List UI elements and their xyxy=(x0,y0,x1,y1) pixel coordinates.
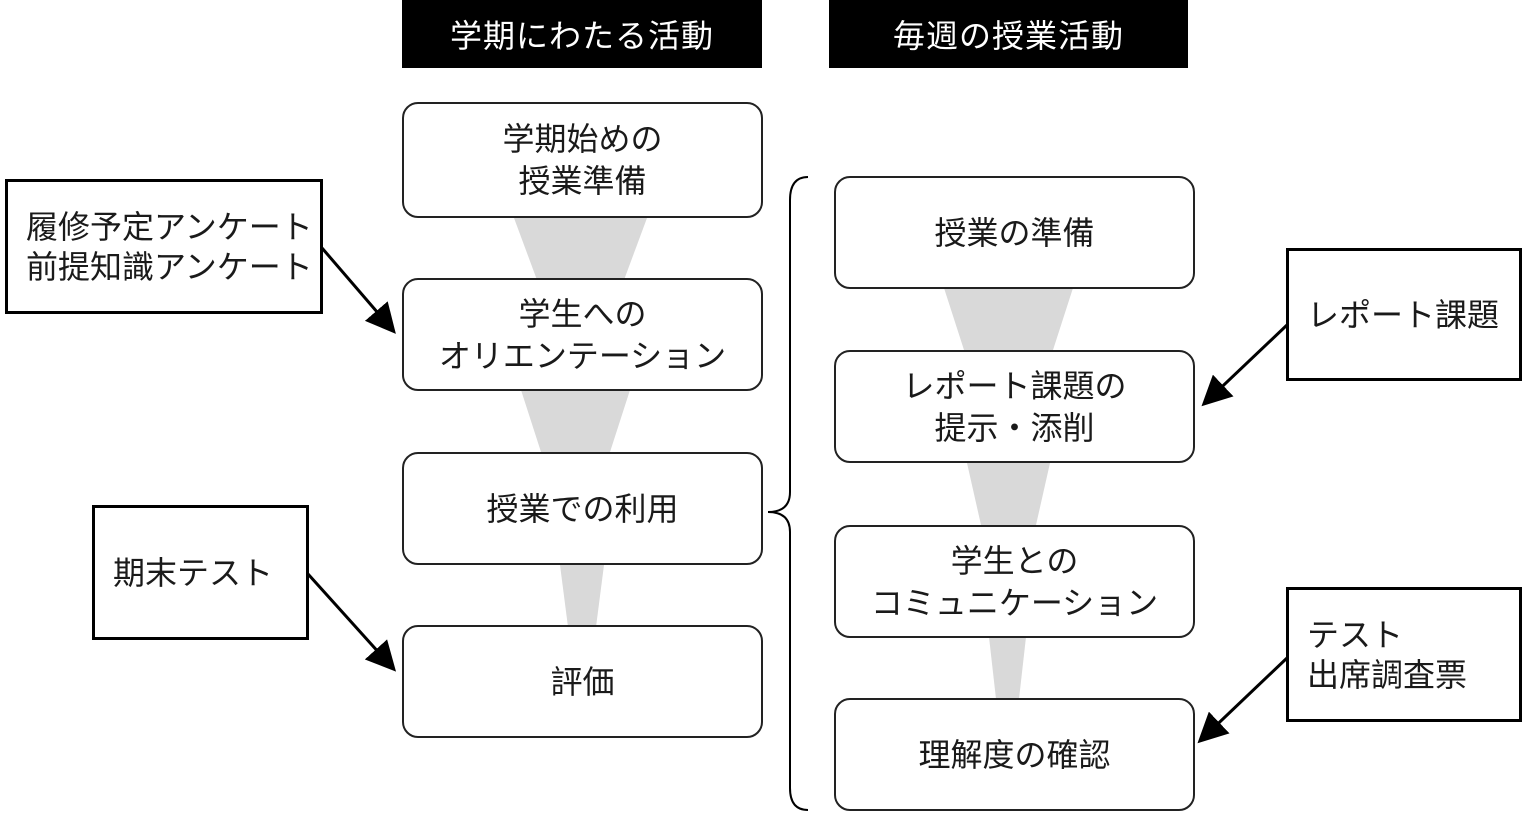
step-communication: 学生との コミュニケーション xyxy=(834,525,1195,638)
step-line: 授業準備 xyxy=(518,162,647,200)
note-test-attendance: テスト 出席調査票 xyxy=(1286,587,1522,722)
arrow-test-to-evaluation xyxy=(306,572,397,672)
funnel-connector xyxy=(989,637,1026,699)
step-line: レポート課題の xyxy=(902,366,1127,405)
step-line: 授業での利用 xyxy=(486,489,679,528)
step-line: 学生との xyxy=(950,541,1079,580)
step-semester-prep: 学期始めの 授業準備 xyxy=(402,102,763,218)
step-line: 授業の準備 xyxy=(934,213,1095,252)
step-line: オリエンテーション xyxy=(438,336,727,375)
step-line: 学生への xyxy=(518,294,647,333)
note-line: 出席調査票 xyxy=(1307,655,1468,694)
funnel-connector xyxy=(514,218,647,280)
note-survey: 履修予定アンケート 前提知識アンケート xyxy=(5,179,323,314)
arrow-report-to-step xyxy=(1201,323,1289,407)
note-line: 履修予定アンケート xyxy=(26,207,313,246)
step-class-use: 授業での利用 xyxy=(402,452,763,565)
note-line: 期末テスト xyxy=(113,553,274,592)
step-line: コミュニケーション xyxy=(870,583,1159,622)
note-line: テスト xyxy=(1307,615,1404,654)
step-line: 提示・添削 xyxy=(934,408,1095,447)
step-line: 評価 xyxy=(550,662,615,701)
arrow-survey-to-orientation xyxy=(320,247,396,334)
step-line: 理解度の確認 xyxy=(918,735,1111,774)
funnel-connector xyxy=(521,390,630,452)
note-line: レポート課題 xyxy=(1307,295,1500,334)
funnel-connector xyxy=(560,565,604,627)
funnel-connector xyxy=(944,288,1073,350)
step-class-prep: 授業の準備 xyxy=(834,176,1195,289)
weekly-activities-header: 毎週の授業活動 xyxy=(829,0,1188,68)
note-report: レポート課題 xyxy=(1286,248,1522,381)
weekly-brace xyxy=(767,176,809,811)
step-orientation: 学生への オリエンテーション xyxy=(402,278,763,391)
arrow-test-to-understanding xyxy=(1197,656,1289,744)
semester-activities-header: 学期にわたる活動 xyxy=(402,0,762,68)
step-evaluation: 評価 xyxy=(402,625,763,738)
note-final-test: 期末テスト xyxy=(92,505,309,640)
step-line: 学期始めの xyxy=(502,120,663,158)
step-report-assign: レポート課題の 提示・添削 xyxy=(834,350,1195,463)
funnel-connector xyxy=(967,463,1050,525)
step-understanding-check: 理解度の確認 xyxy=(834,698,1195,811)
note-line: 前提知識アンケート xyxy=(26,247,313,286)
